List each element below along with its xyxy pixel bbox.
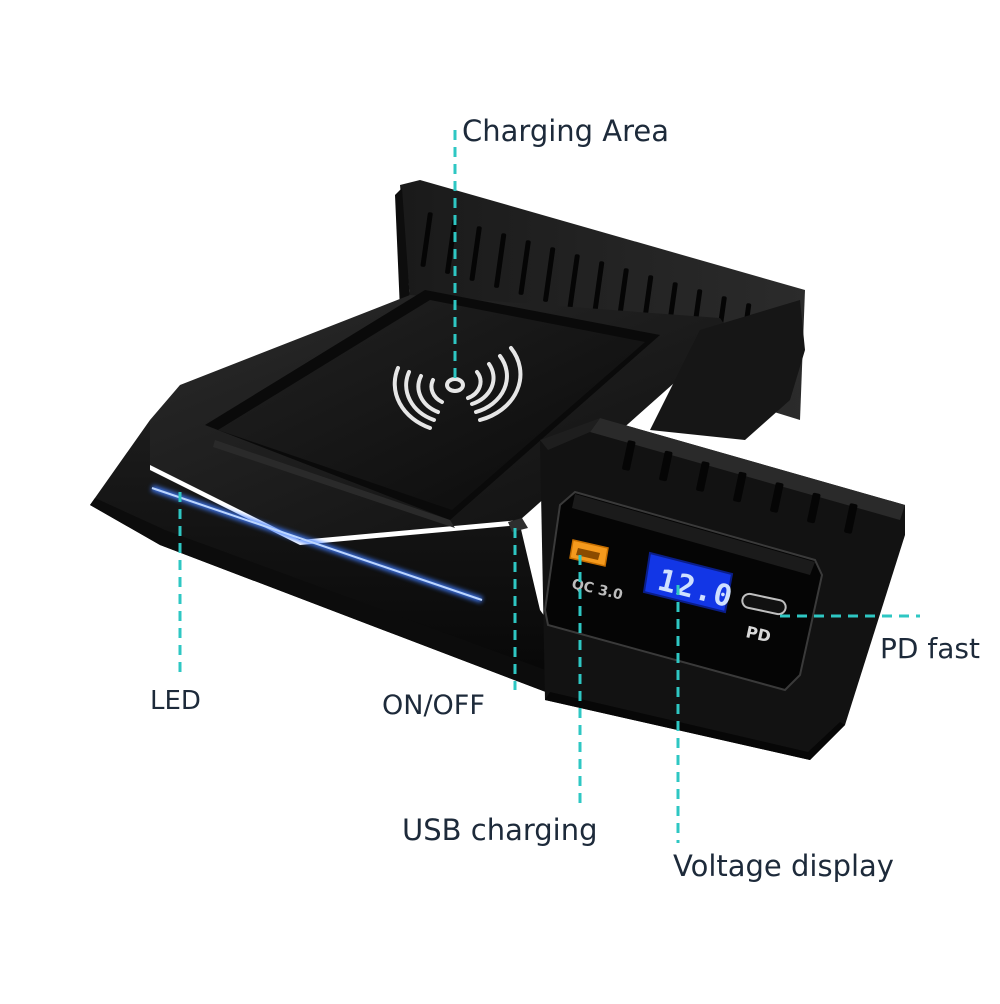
module-slots <box>622 440 858 534</box>
vent-slot <box>733 471 747 503</box>
pd-port: PD <box>741 592 787 646</box>
vent-slot <box>770 482 784 513</box>
vent-slot <box>592 261 605 316</box>
vent-slot <box>844 503 858 534</box>
vent-slot <box>807 492 821 524</box>
led-strip <box>151 485 483 603</box>
callout-voltage-display: Voltage display <box>673 849 894 883</box>
vent-slot <box>494 233 507 288</box>
charging-pad <box>205 290 660 528</box>
vent-slot <box>616 268 629 323</box>
device-right-body <box>650 300 805 440</box>
on-off-button <box>508 518 528 532</box>
callout-usb-charging: USB charging <box>402 813 598 847</box>
vent-slot <box>696 461 710 492</box>
wireless-charging-icon <box>392 346 523 430</box>
vent-slot <box>622 440 636 471</box>
vent-slot <box>567 254 580 309</box>
device-bottom-edge <box>90 498 605 705</box>
callout-led: LED <box>150 686 201 716</box>
callout-lines <box>178 130 920 843</box>
vent-slot <box>420 212 433 267</box>
vent-slot <box>469 226 482 281</box>
callout-charging-area: Charging Area <box>462 114 670 148</box>
callout-pd-fast: PD fast <box>880 632 980 665</box>
callout-on-off: ON/OFF <box>382 690 485 721</box>
device-front-face <box>90 420 605 705</box>
vent-slot <box>543 247 556 302</box>
vent-slot <box>659 450 673 482</box>
vent-slot <box>518 240 531 295</box>
pd-port-label: PD <box>744 622 772 646</box>
